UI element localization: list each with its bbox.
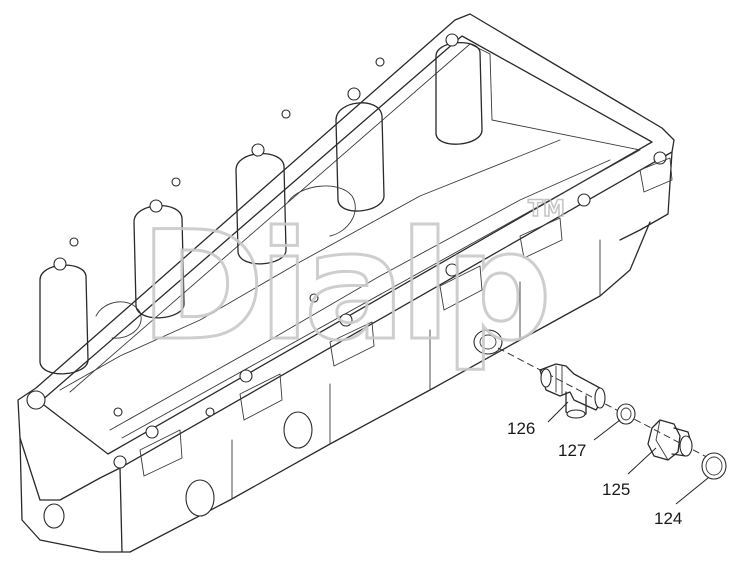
callout-127: 127 <box>558 441 586 460</box>
washer-127-part <box>616 403 636 425</box>
seal-ring-124-part <box>701 452 727 480</box>
watermark: Dialp TM <box>139 196 566 375</box>
back-wall-ribs <box>39 41 483 375</box>
leader-126 <box>547 401 569 423</box>
flange-bolt-holes <box>26 33 667 469</box>
leader-127 <box>593 419 621 441</box>
callouts: 126 127 125 124 <box>507 401 709 528</box>
watermark-trademark: TM <box>528 197 565 222</box>
hex-plug-125-part <box>647 419 693 461</box>
leader-125 <box>627 447 657 475</box>
callout-125: 125 <box>602 480 630 499</box>
leader-124 <box>675 477 709 505</box>
callout-124: 124 <box>654 509 682 528</box>
watermark-text: Dialp <box>140 200 546 374</box>
callout-126: 126 <box>507 419 535 438</box>
side-tabs <box>139 157 673 477</box>
oil-pan-housing <box>17 13 675 553</box>
tee-fitting-part <box>539 363 606 419</box>
outlet-boss <box>43 329 503 529</box>
